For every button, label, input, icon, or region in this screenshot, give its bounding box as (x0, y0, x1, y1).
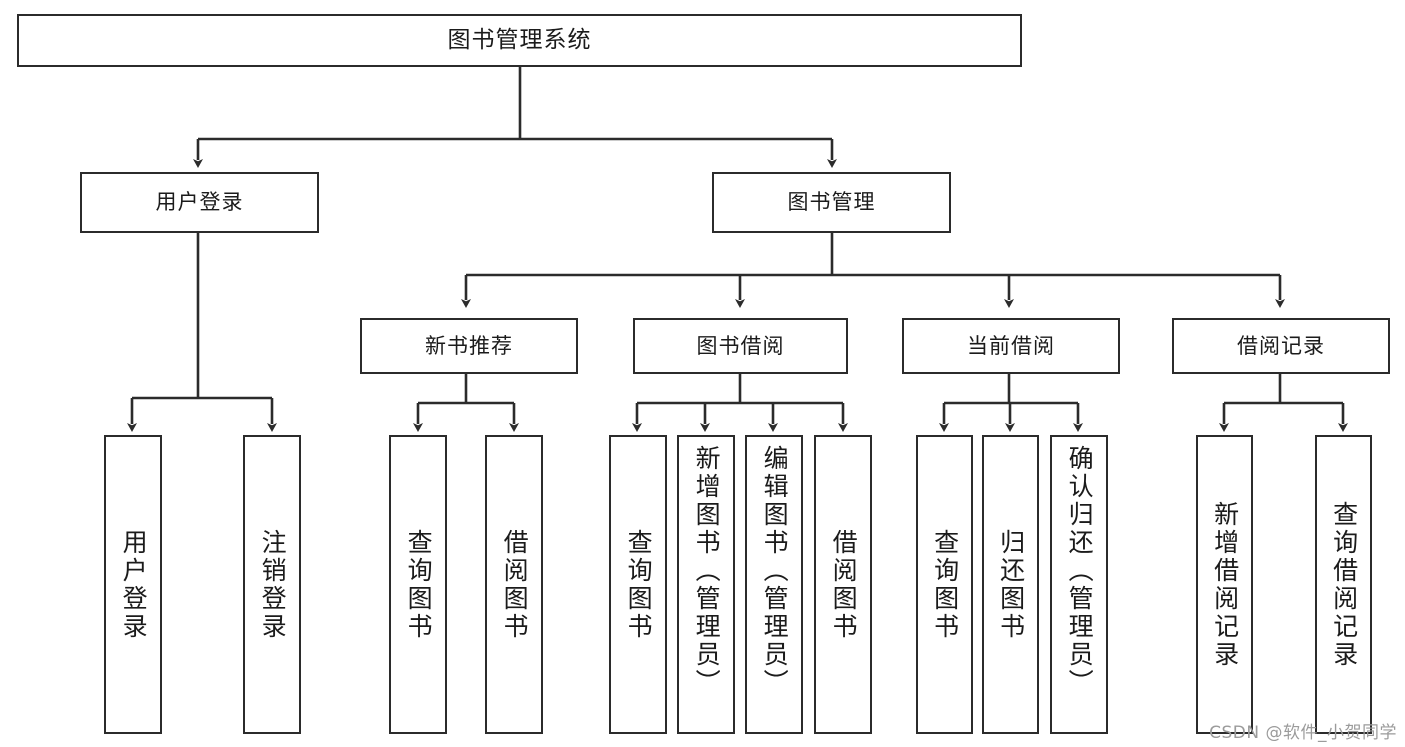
leaf-query-book-current-label: 查询图书 (930, 528, 960, 641)
leaf-query-book-borrow[interactable]: 查询图书 (609, 435, 667, 734)
node-new-book-recommend-label: 新书推荐 (425, 333, 513, 358)
leaf-logout[interactable]: 注销登录 (243, 435, 301, 734)
node-user-login-label: 用户登录 (155, 190, 244, 215)
leaf-query-book-current[interactable]: 查询图书 (916, 435, 973, 734)
leaf-user-login-label: 用户登录 (119, 528, 149, 641)
leaf-add-book-admin-label: 新增图书（管理员） (692, 445, 722, 697)
leaf-confirm-return-admin[interactable]: 确认归还（管理员） (1050, 435, 1108, 734)
node-new-book-recommend[interactable]: 新书推荐 (360, 318, 578, 374)
node-current-borrow[interactable]: 当前借阅 (902, 318, 1120, 374)
leaf-user-login[interactable]: 用户登录 (104, 435, 162, 734)
leaf-query-book-recommend-label: 查询图书 (404, 528, 434, 641)
leaf-query-book-borrow-label: 查询图书 (624, 528, 654, 641)
leaf-borrow-book-recommend-label: 借阅图书 (500, 528, 530, 641)
leaf-add-borrow-record-label: 新增借阅记录 (1210, 500, 1240, 669)
leaf-query-borrow-record[interactable]: 查询借阅记录 (1315, 435, 1372, 734)
leaf-borrow-book[interactable]: 借阅图书 (814, 435, 872, 734)
leaf-return-book-label: 归还图书 (996, 528, 1026, 641)
node-user-login[interactable]: 用户登录 (80, 172, 319, 233)
leaf-return-book[interactable]: 归还图书 (982, 435, 1039, 734)
node-current-borrow-label: 当前借阅 (967, 333, 1055, 358)
leaf-confirm-return-admin-label: 确认归还（管理员） (1065, 445, 1095, 697)
leaf-borrow-book-label: 借阅图书 (829, 528, 859, 641)
node-root-label: 图书管理系统 (447, 26, 592, 53)
node-book-borrow-label: 图书借阅 (696, 333, 785, 358)
leaf-edit-book-admin[interactable]: 编辑图书（管理员） (745, 435, 803, 734)
leaf-logout-label: 注销登录 (258, 528, 288, 641)
leaf-borrow-book-recommend[interactable]: 借阅图书 (485, 435, 543, 734)
node-book-borrow[interactable]: 图书借阅 (633, 318, 848, 374)
node-book-management-label: 图书管理 (787, 190, 876, 215)
node-borrow-records[interactable]: 借阅记录 (1172, 318, 1390, 374)
leaf-query-book-recommend[interactable]: 查询图书 (389, 435, 447, 734)
node-borrow-records-label: 借阅记录 (1237, 333, 1325, 358)
leaf-add-borrow-record[interactable]: 新增借阅记录 (1196, 435, 1253, 734)
watermark: CSDN @软件_小贺同学 (1209, 723, 1397, 743)
leaf-query-borrow-record-label: 查询借阅记录 (1329, 500, 1359, 669)
leaf-edit-book-admin-label: 编辑图书（管理员） (760, 445, 790, 697)
leaf-add-book-admin[interactable]: 新增图书（管理员） (677, 435, 735, 734)
node-book-management[interactable]: 图书管理 (712, 172, 951, 233)
node-root[interactable]: 图书管理系统 (17, 14, 1022, 67)
